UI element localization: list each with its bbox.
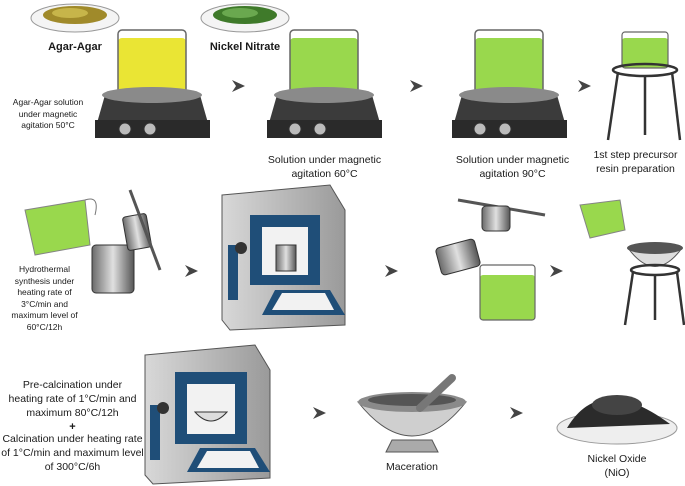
- calcination-label: Calcination under heating rate of 1°C/mi…: [0, 432, 145, 474]
- beaker-green-small: [480, 265, 535, 320]
- tripod-evaporating-dish: [580, 200, 684, 325]
- autoclave: [92, 190, 160, 293]
- oven-hydrothermal: [222, 185, 345, 330]
- precalcination-label: Pre-calcination under heating rate of 1°…: [5, 378, 140, 420]
- agar-powder-dish: [31, 4, 119, 32]
- hotplate-beaker-green-90: [452, 30, 567, 138]
- tripod-beaker: [608, 32, 680, 140]
- mortar-and-pestle: [358, 378, 466, 452]
- nickel-nitrate-label: Nickel Nitrate: [200, 40, 290, 54]
- nickel-nitrate-dish: [201, 4, 289, 32]
- solution-90-label: Solution under magnetic agitation 90°C: [440, 153, 585, 181]
- autoclave-open: [435, 200, 545, 276]
- agar-solution-label: Agar-Agar solution under magnetic agitat…: [8, 97, 88, 132]
- solution-60-label: Solution under magnetic agitation 60°C: [252, 153, 397, 181]
- agar-label: Agar-Agar: [30, 40, 120, 54]
- nio-powder-plate: [557, 395, 677, 444]
- oven-calcination: [145, 345, 270, 484]
- pouring-beaker: [25, 199, 96, 255]
- maceration-label: Maceration: [372, 460, 452, 474]
- hydrothermal-label: Hydrothermal synthesis under heating rat…: [2, 264, 87, 333]
- product-label: Nickel Oxide (NiO): [577, 452, 657, 480]
- precursor-label: 1st step precursor resin preparation: [588, 148, 683, 176]
